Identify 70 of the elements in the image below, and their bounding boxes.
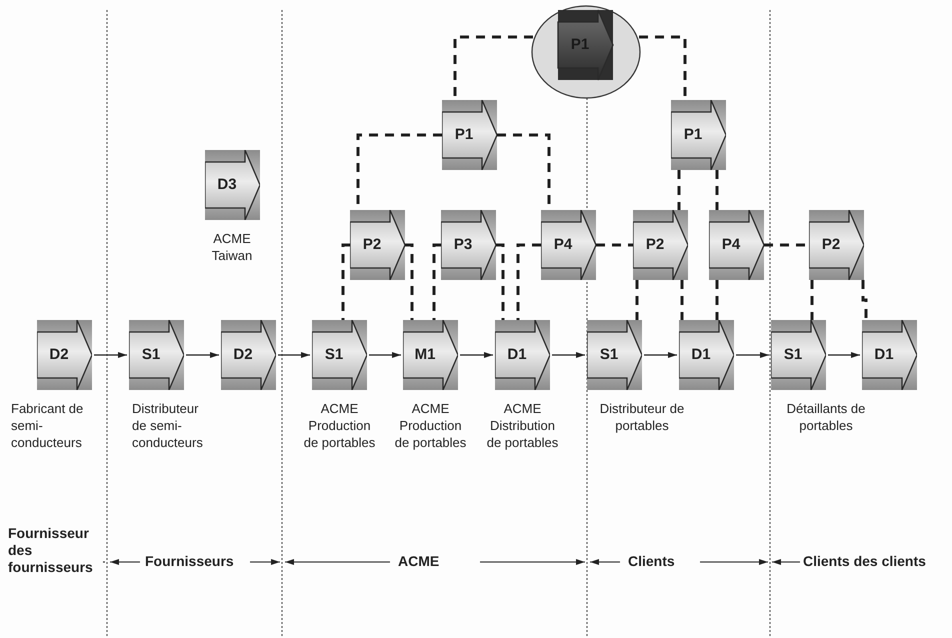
arrow [278, 352, 310, 358]
dashed-connector [496, 244, 504, 320]
arrow [94, 352, 127, 358]
process-code: P2 [644, 236, 666, 254]
dashed-connector [636, 280, 638, 320]
dashed-connector [680, 280, 684, 320]
process-code: P3 [452, 236, 474, 254]
process-code: S1 [140, 346, 162, 364]
process-code: P2 [362, 236, 382, 254]
process-code: M1 [414, 346, 436, 364]
dashed-connector [405, 244, 414, 320]
process-step-box [541, 210, 596, 280]
process-code: S1 [782, 346, 804, 364]
dashed-connector [716, 280, 718, 320]
process-code: P1 [682, 126, 704, 144]
process-step-box [862, 320, 917, 390]
dashed-connector [810, 280, 814, 320]
process-code: D2 [48, 346, 70, 364]
dashed-connector [516, 244, 541, 320]
node-caption: ACME Distribution de portables [486, 400, 560, 451]
process-code: P4 [720, 236, 742, 254]
process-code: P1 [570, 36, 590, 54]
process-step-box [587, 320, 642, 390]
process-code: D2 [232, 346, 254, 364]
node-caption: ACME Production de portables [394, 400, 468, 451]
arrow [460, 352, 493, 358]
process-step-box [350, 210, 405, 280]
arrow [736, 352, 769, 358]
node-caption: Distributeur de portables [598, 400, 686, 434]
highlighted-process-step [530, 5, 642, 100]
arrow [644, 352, 677, 358]
arrow [552, 352, 585, 358]
process-step-box [809, 210, 864, 280]
process-step-box [679, 320, 734, 390]
node-caption: ACME Production de portables [302, 400, 376, 451]
dashed-connector [342, 244, 350, 320]
process-code: P4 [552, 236, 574, 254]
dashed-connector [596, 244, 633, 246]
dashed-connector [432, 244, 441, 320]
node-caption: ACME Taiwan [210, 230, 254, 264]
process-code: D3 [216, 176, 238, 194]
process-step-box [709, 210, 764, 280]
process-step-box [671, 100, 726, 170]
process-code: S1 [598, 346, 620, 364]
process-step-box [129, 320, 184, 390]
arrow [186, 352, 219, 358]
process-step-box [442, 100, 497, 170]
process-code: P2 [820, 236, 842, 254]
process-step-box [771, 320, 826, 390]
arrow [369, 352, 401, 358]
node-caption: Détaillants de portables [786, 400, 866, 434]
process-step-box [441, 210, 496, 280]
process-step-box [312, 320, 367, 390]
node-caption: Distributeur de semi-conducteurs [132, 400, 204, 451]
node-caption: Fabricant de semi-conducteurs [11, 400, 84, 451]
process-code: D1 [506, 346, 528, 364]
process-step-box [37, 320, 92, 390]
process-step-box [495, 320, 550, 390]
process-code: S1 [324, 346, 344, 364]
dashed-connector [716, 170, 718, 210]
dashed-connector [678, 170, 680, 210]
process-step-box [403, 320, 458, 390]
process-step-box [221, 320, 276, 390]
dashed-connector [862, 280, 868, 320]
process-code: D1 [873, 346, 895, 364]
process-code: D1 [690, 346, 712, 364]
process-code: P1 [454, 126, 474, 144]
arrow [828, 352, 860, 358]
process-step-box [633, 210, 688, 280]
process-step-box [205, 150, 260, 220]
